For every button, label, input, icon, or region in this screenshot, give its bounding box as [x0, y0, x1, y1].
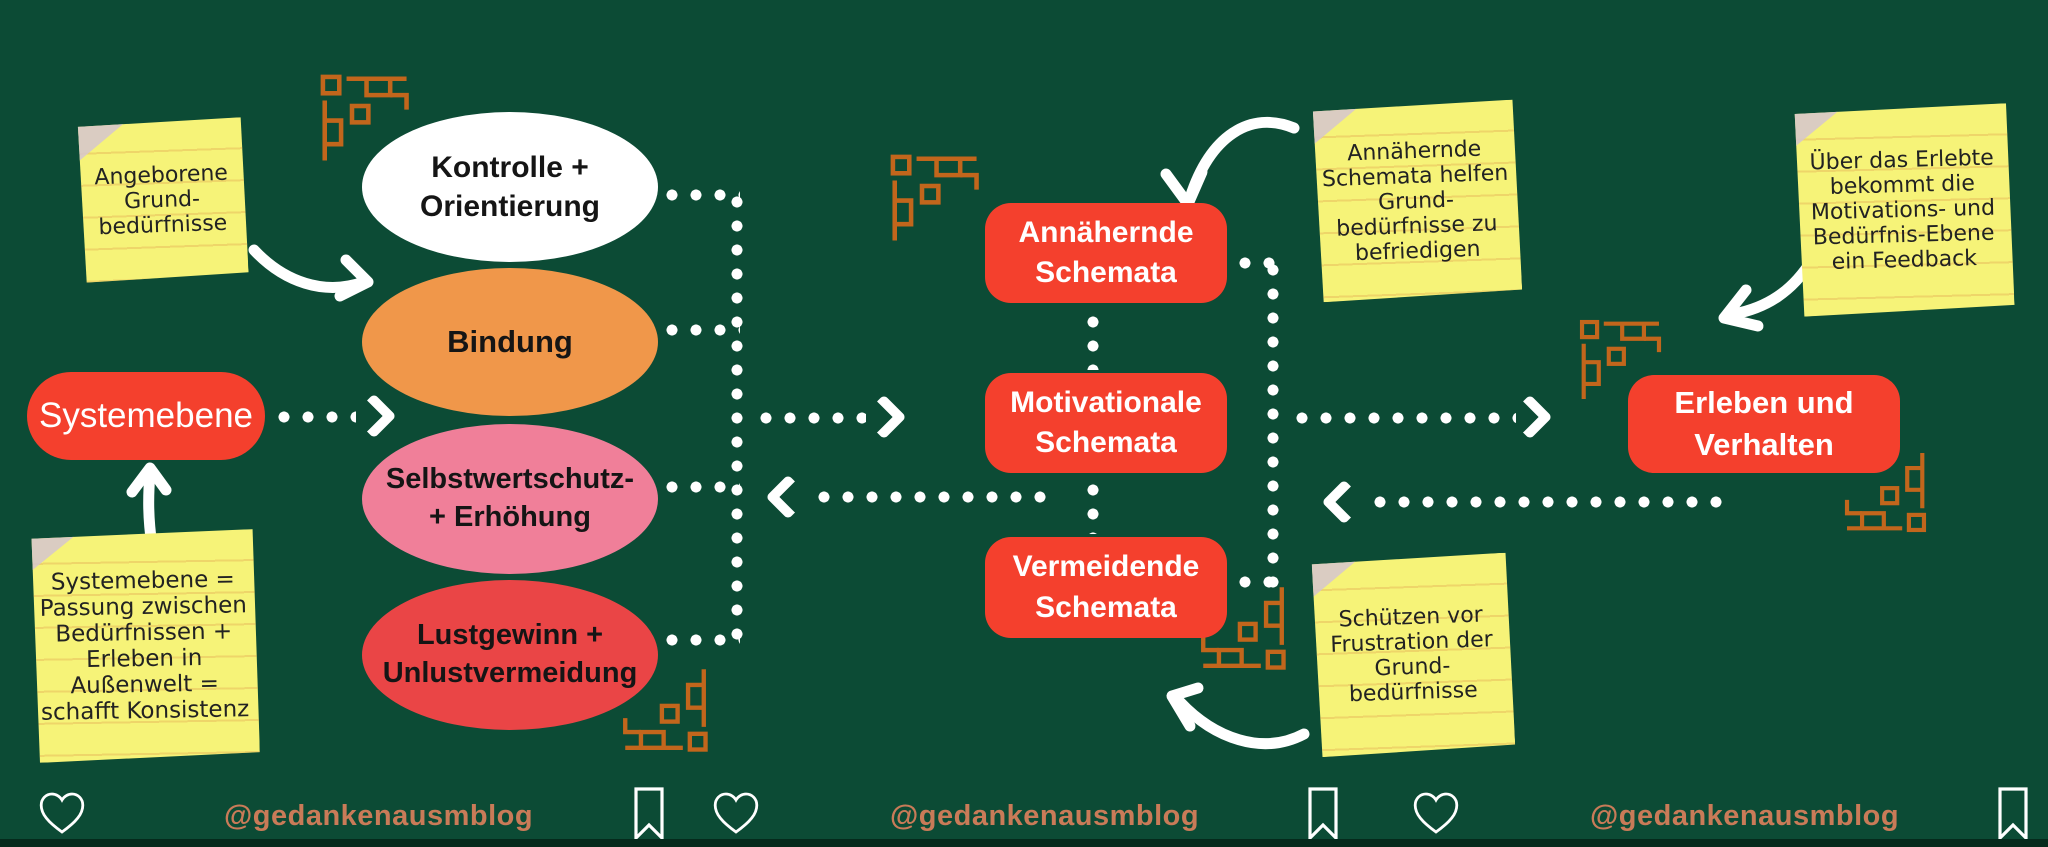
connector-annaehernde-motivationale [1086, 310, 1100, 370]
note-text: Angeborene Grund- bedürfnisse [93, 160, 229, 240]
footer-handle: @gedankenausmblog [890, 800, 1200, 832]
arrowhead-right-icon [861, 394, 907, 440]
bookmark-icon [1306, 786, 1340, 842]
arrowhead-right-icon [351, 393, 397, 439]
sticky-note-angeborene: Angeborene Grund- bedürfnisse [75, 117, 248, 283]
note-text: Annähernde Schemata helfen Grund- bedürf… [1321, 136, 1509, 266]
curved-arrow-icon [248, 244, 374, 302]
connector-motivationale-vermeidende [1086, 478, 1100, 534]
node-lustgewinn: Lustgewinn + Unlustvermeidung [362, 580, 658, 730]
node-label: Bindung [447, 323, 573, 359]
node-label: Motivationale Schemata [1010, 385, 1202, 460]
arrow-feedback-right-segment [1368, 495, 1724, 509]
arrowhead-right-icon [1507, 394, 1553, 440]
connector-selbstwert [660, 480, 740, 494]
note-text: Schützen vor Frustration der Grund- bedü… [1330, 602, 1494, 708]
node-bindung: Bindung [362, 268, 658, 416]
arrowhead-left-icon [765, 474, 811, 520]
connector-left-vertical [730, 190, 744, 646]
connector-lustgewinn [660, 633, 740, 647]
node-annaehernde-schemata: Annähernde Schemata [985, 203, 1227, 303]
arrowhead-left-icon [1321, 479, 1367, 525]
sticky-note-annaehernde-erklaerung: Annähernde Schemata helfen Grund- bedürf… [1310, 99, 1523, 302]
sticky-note-systemebene-definition: Systemebene = Passung zwischen Bedürfnis… [28, 529, 260, 763]
node-label: Kontrolle + Orientierung [419, 151, 600, 223]
sticky-note-schuetzen: Schützen vor Frustration der Grund- bedü… [1309, 553, 1516, 758]
connector-right-vertical [1266, 258, 1280, 588]
sticky-note-feedback: Über das Erlebte bekommt die Motivations… [1791, 103, 2014, 317]
connector-kontrolle [660, 188, 740, 202]
arrow-to-erleben [1290, 411, 1516, 425]
footer-handle: @gedankenausmblog [224, 800, 534, 832]
connector-bindung [660, 323, 740, 337]
heart-icon [38, 790, 86, 836]
node-kontrolle-orientierung: Kontrolle + Orientierung [362, 112, 658, 262]
bookmark-icon [632, 786, 666, 842]
note-text: Systemebene = Passung zwischen Bedürfnis… [39, 566, 250, 726]
node-label: Lustgewinn + Unlustvermeidung [382, 619, 638, 689]
node-erleben-verhalten: Erleben und Verhalten [1628, 375, 1900, 473]
tape-icon [53, 92, 134, 166]
bottom-edge-strip [0, 839, 2048, 847]
node-systemebene: Systemebene [27, 372, 265, 460]
node-label: Annähernde Schemata [1018, 215, 1194, 290]
node-label: Vermeidende Schemata [1012, 550, 1200, 624]
arrow-to-motivationale [754, 411, 866, 425]
heart-icon [1412, 790, 1460, 836]
tape-icon [1769, 78, 1850, 152]
tape-icon [1287, 529, 1368, 603]
node-label: Systemebene [38, 396, 254, 436]
corner-ornament-icon [882, 146, 982, 246]
node-selbstwertschutz: Selbstwertschutz- + Erhöhung [362, 424, 658, 574]
footer-handle: @gedankenausmblog [1590, 800, 1900, 832]
note-text: Über das Erlebte bekommt die Motivations… [1809, 145, 1996, 275]
arrow-feedback-left-segment [812, 490, 1046, 504]
curved-arrow-icon [1166, 682, 1310, 750]
tape-icon [6, 503, 87, 577]
connector-vermeidende-stub [1233, 575, 1279, 589]
arrow-from-systemebene [272, 410, 356, 424]
bookmark-icon [1996, 786, 2030, 842]
node-vermeidende-schemata: Vermeidende Schemata [985, 537, 1227, 638]
node-motivationale-schemata: Motivationale Schemata [985, 373, 1227, 473]
node-label: Erleben und Verhalten [1674, 385, 1854, 462]
heart-icon [712, 790, 760, 836]
node-label: Selbstwertschutz- + Erhöhung [385, 463, 635, 533]
